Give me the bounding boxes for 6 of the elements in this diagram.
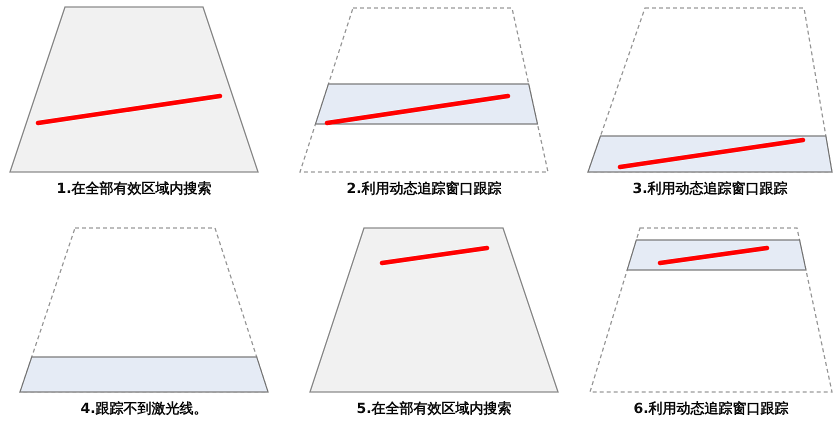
panel-caption: 5.在全部有效区域内搜索 (356, 400, 512, 418)
panel-caption: 6.利用动态追踪窗口跟踪 (633, 400, 789, 418)
panel-caption: 2.利用动态追踪窗口跟踪 (346, 180, 502, 198)
panel-caption: 1.在全部有效区域内搜索 (56, 180, 212, 198)
panel-caption: 4.跟踪不到激光线。 (80, 400, 208, 418)
panel-caption: 3.利用动态追踪窗口跟踪 (632, 180, 788, 198)
